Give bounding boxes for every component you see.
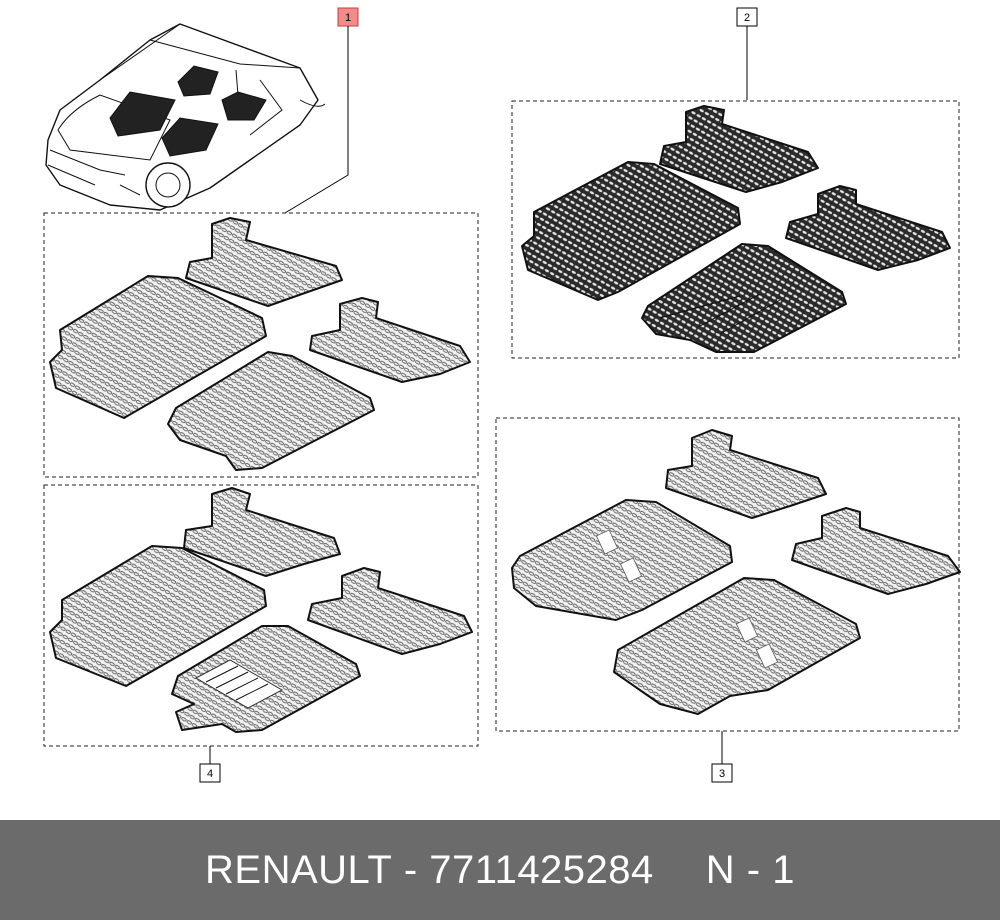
mat-set-3-frame	[495, 417, 960, 732]
car-illustration	[45, 23, 326, 211]
callout-4[interactable]: 4	[199, 763, 221, 783]
callout-1[interactable]: 1	[337, 7, 359, 27]
mat-set-2[interactable]	[521, 105, 951, 353]
footer-bar: RENAULT - 7711425284 N - 1	[0, 820, 1000, 920]
callout-1-label: 1	[345, 12, 351, 24]
footer-brand: RENAULT	[205, 847, 393, 892]
mat-set-4[interactable]	[49, 487, 473, 733]
footer-quantity: N - 1	[705, 847, 795, 892]
callout-3-label: 3	[719, 768, 725, 780]
footer-separator: -	[392, 847, 430, 892]
mat-set-3[interactable]	[511, 429, 961, 715]
mat-set-2-frame	[511, 100, 960, 359]
mat-set-1[interactable]	[49, 217, 471, 471]
mat-set-4-frame	[43, 484, 479, 747]
callout-2[interactable]: 2	[736, 7, 758, 27]
callout-2-label: 2	[744, 12, 750, 24]
callout-3[interactable]: 3	[711, 763, 733, 783]
parts-diagram: 1 2	[43, 7, 961, 783]
footer-part-number: 7711425284	[429, 847, 654, 892]
callout-4-label: 4	[207, 768, 213, 780]
mat-set-1-frame	[43, 212, 479, 478]
